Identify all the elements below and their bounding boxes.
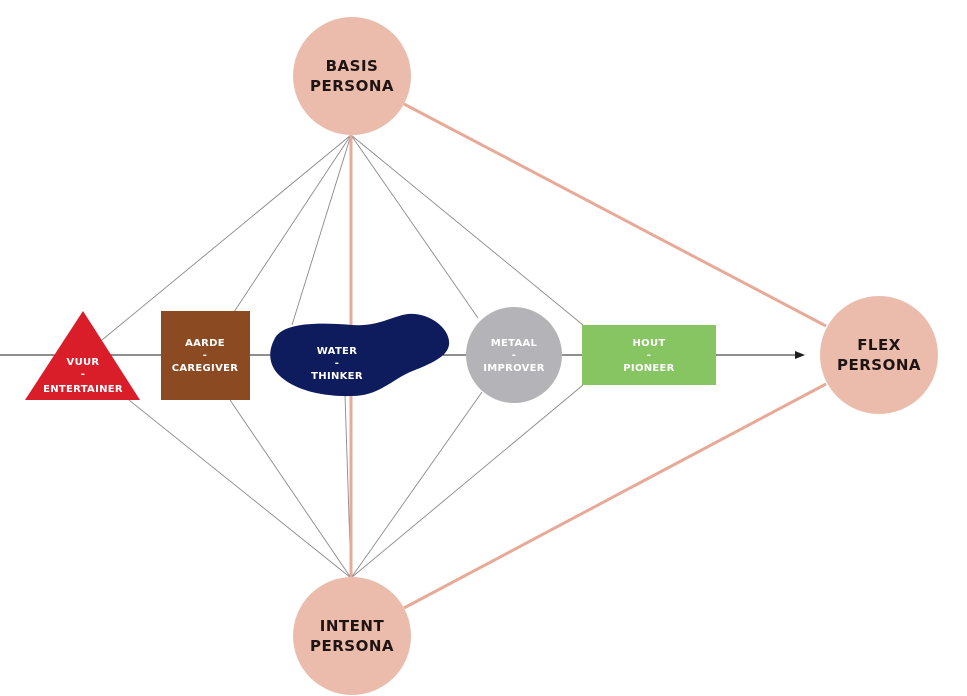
connector-intent-metaal (350, 391, 483, 579)
basis-persona-circle (293, 17, 411, 135)
water-blob (270, 313, 450, 397)
thin-connectors (101, 134, 584, 579)
link-intent-flex (403, 382, 827, 610)
connector-intent-hout (350, 384, 584, 579)
hout-line3: PIONEER (623, 363, 674, 374)
aarde-line1: AARDE (185, 338, 225, 349)
flex-persona-circle (820, 296, 938, 414)
vuur-line1: VUUR (67, 357, 100, 368)
connector-intent-vuur (123, 395, 352, 579)
intent-persona-circle (293, 577, 411, 695)
metaal-node[interactable]: METAAL - IMPROVER (466, 307, 562, 403)
metaal-line1: METAAL (491, 338, 538, 349)
water-node[interactable]: WATER - THINKER (270, 313, 450, 397)
vuur-node[interactable]: VUUR - ENTERTAINER (25, 311, 140, 400)
connector-basis-water (291, 134, 352, 326)
connector-basis-vuur (101, 134, 352, 341)
aarde-line2: - (203, 350, 207, 361)
connector-basis-hout (350, 134, 584, 326)
water-line3: THINKER (311, 371, 363, 382)
water-line2: - (335, 358, 339, 369)
aarde-square (161, 311, 250, 400)
hout-line1: HOUT (632, 338, 665, 349)
aarde-line3: CAREGIVER (172, 363, 239, 374)
flex-persona-line1: FLEX (857, 336, 901, 354)
vuur-line2: - (81, 369, 85, 380)
basis-persona-line2: PERSONA (310, 77, 394, 95)
vuur-line3: ENTERTAINER (43, 384, 123, 395)
connector-intent-aarde (229, 399, 352, 579)
link-basis-flex (403, 102, 827, 328)
water-line1: WATER (317, 346, 357, 357)
metaal-line3: IMPROVER (483, 363, 545, 374)
vuur-triangle (25, 311, 140, 400)
hout-node[interactable]: HOUT - PIONEER (582, 325, 716, 385)
intent-persona-line2: PERSONA (310, 637, 394, 655)
intent-persona-node[interactable]: INTENT PERSONA (293, 577, 411, 695)
connector-basis-aarde (229, 134, 352, 319)
connector-basis-metaal (350, 134, 479, 319)
hout-rectangle (582, 325, 716, 385)
basis-persona-node[interactable]: BASIS PERSONA (293, 17, 411, 135)
flex-persona-line2: PERSONA (837, 356, 921, 374)
intent-persona-line1: INTENT (320, 617, 385, 635)
metaal-line2: - (512, 350, 516, 361)
metaal-circle (466, 307, 562, 403)
aarde-node[interactable]: AARDE - CAREGIVER (161, 311, 250, 400)
flex-persona-node[interactable]: FLEX PERSONA (820, 296, 938, 414)
hout-line2: - (647, 350, 651, 361)
basis-persona-line1: BASIS (326, 57, 379, 75)
